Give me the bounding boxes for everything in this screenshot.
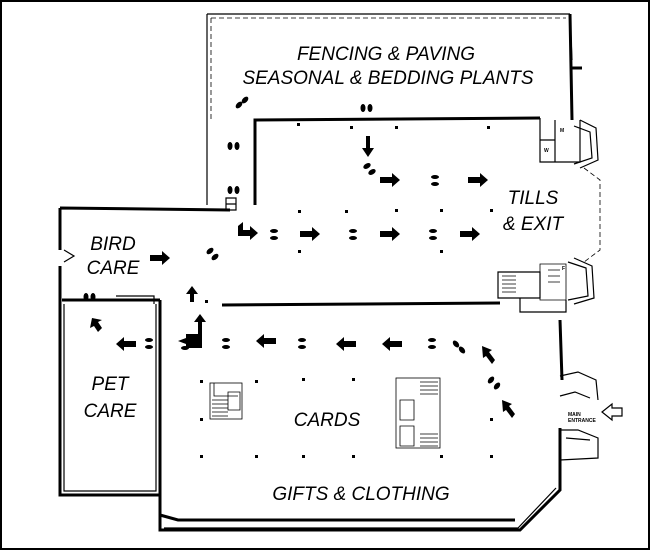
route-arrow-icon xyxy=(238,222,258,240)
stairs-icon xyxy=(502,263,567,301)
svg-text:W: W xyxy=(544,148,549,154)
route-arrow-icon xyxy=(382,337,402,351)
route-arrow-icon xyxy=(186,286,198,302)
route-arrow-icon xyxy=(90,318,102,332)
plant-area-outline xyxy=(206,13,573,205)
entrance-bay-bottom xyxy=(559,429,599,461)
route-arrow-icon xyxy=(468,173,488,187)
entrance-arrow-icon xyxy=(601,402,623,422)
footprints-icon xyxy=(298,338,306,349)
footprints-icon xyxy=(227,142,240,150)
footprints-icon xyxy=(349,229,357,240)
footprints-icon xyxy=(83,293,96,301)
route-arrow-icon xyxy=(460,227,480,241)
plant-area-dashed-edge xyxy=(210,17,566,120)
footprints-icon xyxy=(363,163,376,175)
footprints-icon xyxy=(452,340,466,354)
bird-care-label-2: CARE xyxy=(87,258,140,279)
walls xyxy=(58,13,601,532)
toilet-rooms: M W F xyxy=(544,128,565,272)
right-upper-wall xyxy=(568,13,582,121)
bird-care-label-1: BIRD xyxy=(90,234,136,255)
route-arrow-icon xyxy=(502,400,515,418)
cards-label: CARDS xyxy=(294,410,361,431)
route-arrow-icon xyxy=(300,227,320,241)
route-arrow-icon xyxy=(178,314,206,348)
column-grid xyxy=(200,123,493,458)
right-glass-wall xyxy=(583,167,601,263)
bay-window-mid xyxy=(567,257,595,305)
route-arrow-icon xyxy=(116,337,136,351)
shopping-route xyxy=(90,136,515,418)
bay-window-top xyxy=(573,119,599,169)
route-arrow-icon xyxy=(482,346,495,364)
main-entrance-label-1: MAIN xyxy=(568,412,581,418)
right-lower-wall xyxy=(558,319,564,460)
footprints-icon xyxy=(428,338,436,349)
bird-care-door xyxy=(63,249,76,263)
stairs-icon xyxy=(395,377,441,449)
footprints-icon xyxy=(206,247,219,261)
pet-care-label-2: CARE xyxy=(84,401,137,422)
footprints xyxy=(83,96,501,390)
footprints-icon xyxy=(222,338,230,349)
central-divider-wall xyxy=(221,301,501,307)
junction-door xyxy=(225,197,237,211)
svg-text:M: M xyxy=(560,128,564,134)
footprints-icon xyxy=(235,96,249,109)
fencing-label: FENCING & PAVING xyxy=(297,44,475,65)
route-arrow-icon xyxy=(362,136,374,157)
seasonal-label: SEASONAL & BEDDING PLANTS xyxy=(242,68,533,89)
route-arrow-icon xyxy=(336,337,356,351)
route-arrow-icon xyxy=(256,334,276,348)
footprints-icon xyxy=(227,186,240,194)
tills-label: TILLS xyxy=(508,188,559,209)
route-arrow-icon xyxy=(150,251,170,265)
footprints-icon xyxy=(360,104,373,112)
main-entrance-label-2: ENTRANCE xyxy=(568,418,596,424)
tills-inner-rooms xyxy=(539,118,581,163)
pet-care-walls xyxy=(58,298,162,497)
lower-floor-bottom-edge xyxy=(164,487,557,529)
route-arrow-icon xyxy=(380,173,400,187)
pet-care-inner xyxy=(63,295,157,492)
entrance-bay-top xyxy=(559,371,599,401)
footprints-icon xyxy=(429,229,437,240)
svg-text:F: F xyxy=(562,266,565,272)
pet-care-label-1: PET xyxy=(92,374,130,395)
footprints-icon xyxy=(270,229,278,240)
lower-floor-walls xyxy=(158,460,562,532)
tills-top-wall xyxy=(253,116,541,205)
footprints-icon xyxy=(181,339,189,350)
footprints-icon xyxy=(487,376,501,390)
bird-care-walls xyxy=(58,206,231,302)
footprints-icon xyxy=(431,175,439,186)
stairs-icon xyxy=(209,382,243,420)
gifts-clothing-label: GIFTS & CLOTHING xyxy=(272,484,449,505)
footprints-icon xyxy=(145,338,153,349)
route-arrow-icon xyxy=(380,227,400,241)
exit-label: & EXIT xyxy=(503,214,565,235)
